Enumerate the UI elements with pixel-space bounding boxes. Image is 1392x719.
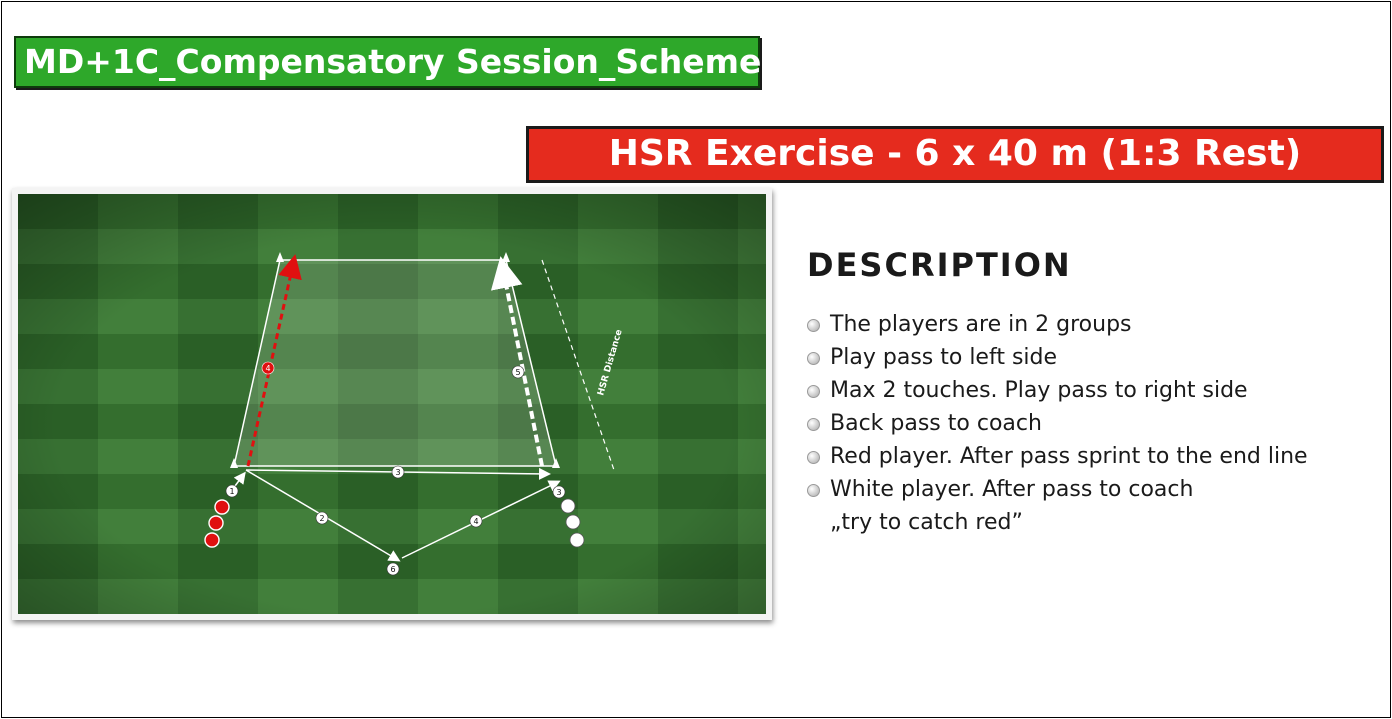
bullet-icon xyxy=(807,319,820,332)
list-item-text: Back pass to coach xyxy=(830,411,1042,436)
cone-top-right xyxy=(502,252,510,262)
svg-text:2: 2 xyxy=(319,514,324,523)
svg-text:1: 1 xyxy=(229,487,234,496)
list-item: Play pass to left side xyxy=(807,341,1308,374)
bullet-icon xyxy=(807,451,820,464)
list-item: Back pass to coach xyxy=(807,407,1308,440)
list-item-text: Play pass to left side xyxy=(830,345,1058,370)
pitch-vignette xyxy=(18,194,766,614)
white-player xyxy=(569,532,585,548)
list-item-text: White player. After pass to coach xyxy=(830,477,1194,502)
red-players xyxy=(204,499,230,548)
red-player xyxy=(204,532,220,548)
white-players xyxy=(560,498,585,548)
pass-number-3b: 3 xyxy=(552,485,566,499)
pitch-diagram-frame: HSR Distance 1 2 3 4 xyxy=(12,188,772,620)
bullet-icon xyxy=(807,418,820,431)
description-heading: DESCRIPTION xyxy=(807,246,1072,284)
list-item: The players are in 2 groups xyxy=(807,308,1308,341)
red-player xyxy=(208,515,224,531)
svg-text:3: 3 xyxy=(395,468,400,477)
list-item: Max 2 touches. Play pass to right side xyxy=(807,374,1308,407)
cone-top-left xyxy=(276,252,284,262)
white-player xyxy=(565,514,581,530)
red-player xyxy=(214,499,230,515)
list-item-text: The players are in 2 groups xyxy=(830,312,1132,337)
bullet-icon xyxy=(807,352,820,365)
list-item: White player. After pass to coach „try t… xyxy=(807,473,1308,539)
svg-text:5: 5 xyxy=(515,368,520,377)
white-run-marker: 5 xyxy=(511,365,525,379)
session-title: MD+1C_Compensatory Session_Scheme xyxy=(14,36,761,88)
coach-marker: 6 xyxy=(386,562,400,576)
svg-text:3: 3 xyxy=(556,488,561,497)
svg-text:6: 6 xyxy=(390,565,395,574)
pass-number-2: 2 xyxy=(315,511,329,525)
pass-number-1: 1 xyxy=(225,484,239,498)
pitch-diagram: HSR Distance 1 2 3 4 xyxy=(18,194,766,614)
cone-bottom-right xyxy=(552,458,560,468)
svg-text:4: 4 xyxy=(265,364,270,373)
list-item-text: Red player. After pass sprint to the end… xyxy=(830,444,1308,469)
hsr-distance-line xyxy=(541,259,615,471)
list-item-continuation: „try to catch red” xyxy=(830,510,1023,535)
svg-text:4: 4 xyxy=(473,517,478,526)
list-item-text: Max 2 touches. Play pass to right side xyxy=(830,378,1248,403)
pass-number-4: 4 xyxy=(469,514,483,528)
pass-number-3: 3 xyxy=(391,465,405,479)
drill-area xyxy=(233,259,557,467)
bullet-icon xyxy=(807,385,820,398)
description-list: The players are in 2 groups Play pass to… xyxy=(807,308,1308,539)
red-run-marker: 4 xyxy=(261,361,275,375)
list-item: Red player. After pass sprint to the end… xyxy=(807,440,1308,473)
white-player xyxy=(560,498,576,514)
exercise-title: HSR Exercise - 6 x 40 m (1:3 Rest) xyxy=(526,126,1384,183)
white-run-line xyxy=(490,256,544,467)
cone-bottom-left xyxy=(230,458,238,468)
bullet-icon xyxy=(807,484,820,497)
